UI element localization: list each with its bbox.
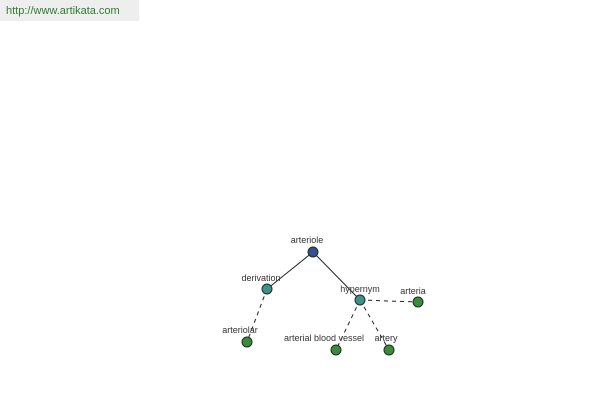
edge-arteriole-to-hypernym bbox=[312, 251, 361, 301]
edge-derivation-to-arteriolar bbox=[246, 288, 268, 343]
node-arterial-blood-vessel[interactable]: arterial blood vessel bbox=[284, 333, 364, 356]
node-circle-hypernym[interactable] bbox=[354, 294, 366, 306]
node-label-hypernym: hypernym bbox=[340, 284, 380, 294]
node-label-artery: artery bbox=[374, 333, 398, 343]
node-label-arteriole: arteriole bbox=[291, 235, 324, 245]
edge-hypernym-to-arteria bbox=[359, 299, 419, 303]
node-label-derivation: derivation bbox=[241, 273, 280, 283]
node-arteriolar[interactable]: arteriolar bbox=[222, 325, 258, 348]
node-label-arterial-blood-vessel: arterial blood vessel bbox=[284, 333, 364, 343]
source-link[interactable]: http://www.artikata.com bbox=[6, 5, 120, 17]
node-circle-artery[interactable] bbox=[383, 344, 395, 356]
edges-layer bbox=[246, 251, 419, 351]
node-arteria[interactable]: arteria bbox=[400, 286, 426, 308]
node-circle-arteriolar[interactable] bbox=[241, 336, 253, 348]
nodes-layer: arteriole derivation hypernym arteriolar art… bbox=[222, 235, 426, 356]
node-label-arteriolar: arteriolar bbox=[222, 325, 258, 335]
node-circle-derivation[interactable] bbox=[261, 283, 273, 295]
source-bar: http://www.artikata.com bbox=[0, 0, 139, 21]
node-artery[interactable]: artery bbox=[374, 333, 398, 356]
node-circle-arteriole[interactable] bbox=[307, 246, 319, 258]
edge-hypernym-to-arterial-blood-vessel bbox=[335, 299, 361, 351]
node-circle-arteria[interactable] bbox=[412, 296, 424, 308]
node-circle-arterial-blood-vessel[interactable] bbox=[330, 344, 342, 356]
node-label-arteria: arteria bbox=[400, 286, 426, 296]
node-derivation[interactable]: derivation bbox=[241, 273, 281, 295]
edge-arteriole-to-derivation bbox=[266, 251, 314, 290]
node-arteriole[interactable]: arteriole bbox=[291, 235, 324, 258]
node-hypernym[interactable]: hypernym bbox=[340, 284, 380, 306]
edge-hypernym-to-artery bbox=[359, 299, 390, 351]
